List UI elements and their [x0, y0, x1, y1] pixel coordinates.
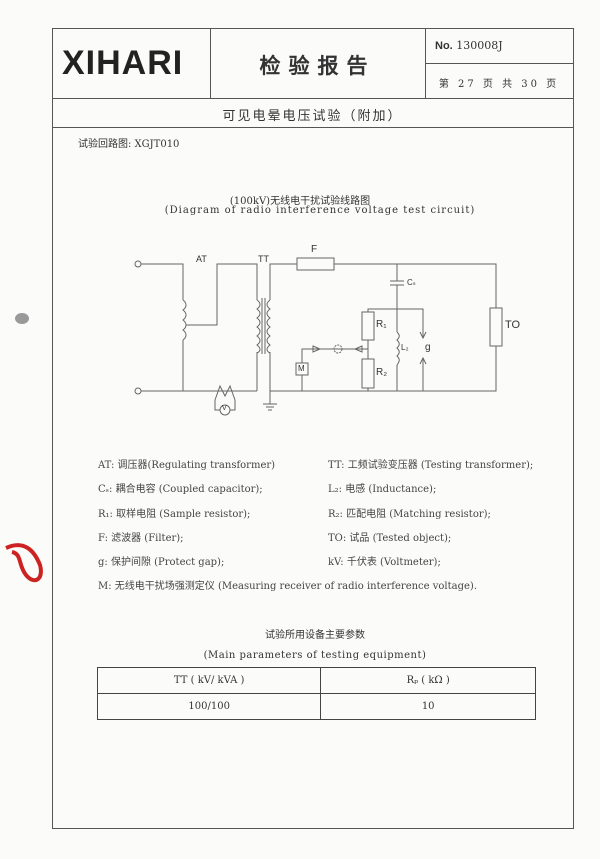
at-coil: [182, 299, 187, 341]
divider: [52, 98, 573, 99]
filter-box: [296, 257, 335, 271]
label-tt: TT: [258, 254, 269, 264]
legend-item: TO: 试品 (Tested object);: [328, 532, 452, 544]
measuring-wire: [301, 345, 368, 391]
report-no-value: 130008J: [456, 39, 503, 52]
label-f: F: [311, 244, 318, 255]
diagram-title-cn: (100kV)无线电干扰试验线路图: [229, 196, 371, 207]
divider: [52, 127, 573, 128]
table-cell: 10: [320, 693, 536, 720]
m-box: [295, 362, 309, 376]
page-frame: [52, 28, 574, 829]
report-no-label: No.: [435, 40, 453, 52]
legend-item: R₂: 匹配电阻 (Matching resistor);: [328, 508, 491, 520]
wire: [141, 263, 257, 392]
params-title-cn: 试验所用设备主要参数: [265, 630, 365, 641]
table-header: Rₚ ( kΩ ): [320, 667, 536, 694]
legend-row: g: 保护间隙 (Protect gap); kV: 千伏表 (Voltmeter…: [98, 551, 533, 575]
company-logo: XIHARI: [62, 44, 184, 82]
section-title: 可见电晕电压试验（附加）: [222, 109, 403, 124]
legend-item: kV: 千伏表 (Voltmeter);: [328, 557, 441, 569]
legend-item: Cₛ: 耦合电容 (Coupled capacitor);: [98, 484, 263, 496]
legend-item: R₁: 取样电阻 (Sample resistor);: [98, 508, 251, 520]
voltmeter-leads: [214, 384, 236, 411]
r1-box: [361, 311, 375, 341]
table-header: TT ( kV/ kVA ): [96, 667, 322, 694]
capacitor-wire: [390, 264, 404, 391]
divider: [425, 28, 426, 98]
punch-hole: [15, 313, 29, 324]
divider: [425, 63, 573, 64]
legend-item: AT: 调压器(Regulating transformer): [98, 460, 276, 471]
legend-row: R₁: 取样电阻 (Sample resistor); R₂: 匹配电阻 (Mat…: [98, 503, 533, 527]
input-terminal: [134, 260, 142, 268]
legend-row: AT: 调压器(Regulating transformer) TT: 工频试验变…: [98, 454, 533, 478]
label-v: V: [222, 405, 227, 412]
legend-row: Cₛ: 耦合电容 (Coupled capacitor); L₂: 电感 (Ind…: [98, 478, 533, 502]
coax-connector: [333, 344, 343, 354]
label-l2: L₂: [401, 343, 409, 352]
legend: AT: 调压器(Regulating transformer) TT: 工频试验变…: [98, 454, 533, 600]
label-cs: Cₛ: [407, 278, 416, 287]
gap-wire: [367, 308, 427, 391]
legend-item: TT: 工频试验变压器 (Testing transformer);: [328, 460, 534, 471]
divider: [210, 28, 211, 98]
report-number: No. 130008J: [435, 39, 503, 52]
voltmeter-icon: [219, 404, 231, 416]
r2-box: [361, 358, 375, 389]
diagram-title-en: (Diagram of radio interference voltage t…: [164, 205, 476, 216]
legend-item: g: 保护间隙 (Protect gap);: [98, 557, 225, 569]
wire: [186, 263, 258, 391]
tt-core: [261, 298, 266, 354]
legend-item: L₂: 电感 (Inductance);: [328, 484, 437, 496]
circuit-ref: 试验回路图: XGJT010: [78, 139, 180, 150]
tt-secondary-coil: [266, 299, 271, 354]
params-title-en: (Main parameters of testing equipment): [203, 650, 427, 661]
report-title: 检验报告: [259, 53, 376, 78]
table-header-row: TT ( kV/ kVA )Rₚ ( kΩ ): [96, 667, 536, 694]
legend-row: F: 滤波器 (Filter); TO: 试品 (Tested object);: [98, 527, 533, 551]
label-at: AT: [196, 254, 207, 264]
wire: [263, 263, 497, 411]
red-string: [5, 543, 43, 583]
label-r1: R₁: [376, 319, 387, 330]
input-terminal: [134, 387, 142, 395]
label-g: g: [425, 342, 431, 353]
page-info: 第 27 页 共 30 页: [438, 79, 560, 90]
tested-object-box: [489, 307, 503, 347]
l2-coil: [396, 331, 400, 366]
legend-item: F: 滤波器 (Filter);: [98, 532, 184, 544]
table-cell: 100/100: [96, 693, 322, 720]
legend-row: M: 无线电干扰场强测定仪 (Measuring receiver of rad…: [98, 581, 477, 593]
tt-primary-coil: [256, 299, 261, 354]
label-m: M: [298, 364, 305, 373]
label-to: TO: [505, 319, 521, 331]
label-r2: R₂: [376, 367, 388, 378]
